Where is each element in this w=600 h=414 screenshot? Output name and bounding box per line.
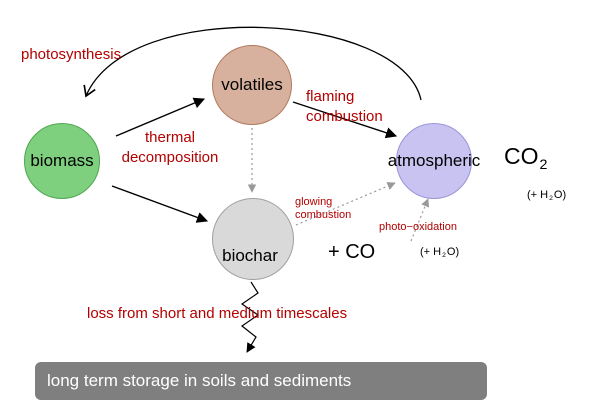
h2o-biochar-pre: (+ H — [420, 246, 442, 258]
h2o-atmospheric-formula: (+ H2O) — [527, 189, 566, 205]
glowing-combustion-label: glowing combustion — [295, 196, 351, 222]
h2o-atm-post: O) — [553, 189, 567, 201]
h2o-atm-subscript: 2 — [549, 195, 553, 203]
biomass-to-volatiles-arrow — [115, 97, 206, 137]
biochar-label: biochar — [222, 246, 278, 265]
flaming-line1: flaming — [306, 88, 355, 105]
loss-timescales-label: loss from short and medium timescales — [87, 305, 348, 322]
biomass-label: biomass — [30, 151, 94, 170]
loss-zigzag-arrow — [240, 281, 260, 353]
photo-oxidation-label: photo−oxidation — [379, 221, 457, 233]
plus-co-formula: + CO — [328, 241, 376, 263]
node-volatiles: volatiles — [212, 45, 292, 125]
storage-label: long term storage in soils and sediments — [47, 371, 352, 390]
biomass-to-biochar-arrow — [111, 185, 209, 223]
thermal-line2: decomposition — [121, 149, 219, 166]
co2-subscript: 2 — [539, 156, 548, 173]
h2o-biochar-post: O) — [446, 246, 460, 258]
thermal-decomposition-label: thermal decomposition — [105, 128, 235, 168]
h2o-atm-pre: (+ H — [527, 189, 549, 201]
h2o-biochar-formula: (+ H2O) — [420, 246, 459, 262]
glowing-line2: combustion — [295, 209, 352, 221]
atmospheric-label: atmospheric — [387, 151, 481, 170]
volatiles-label: volatiles — [221, 75, 283, 94]
node-biomass: biomass — [24, 123, 100, 199]
flaming-line2: combustion — [306, 108, 383, 125]
glowing-line1: glowing — [295, 196, 333, 208]
photosynthesis-arrow — [83, 26, 422, 101]
photo-oxidation-dotted-arrow — [410, 198, 430, 242]
co2-formula: CO2 — [504, 143, 548, 173]
node-atmospheric: atmospheric — [388, 123, 480, 199]
node-biochar — [212, 198, 294, 280]
volatiles-to-atmospheric-arrow — [292, 101, 398, 139]
thermal-line1: thermal — [144, 129, 196, 146]
h2o-biochar-subscript: 2 — [442, 252, 446, 260]
storage-box: long term storage in soils and sediments — [35, 362, 487, 400]
photosynthesis-label: photosynthesis — [21, 46, 122, 63]
flaming-combustion-label: flaming combustion — [306, 87, 383, 127]
co2-main: CO — [504, 143, 539, 169]
